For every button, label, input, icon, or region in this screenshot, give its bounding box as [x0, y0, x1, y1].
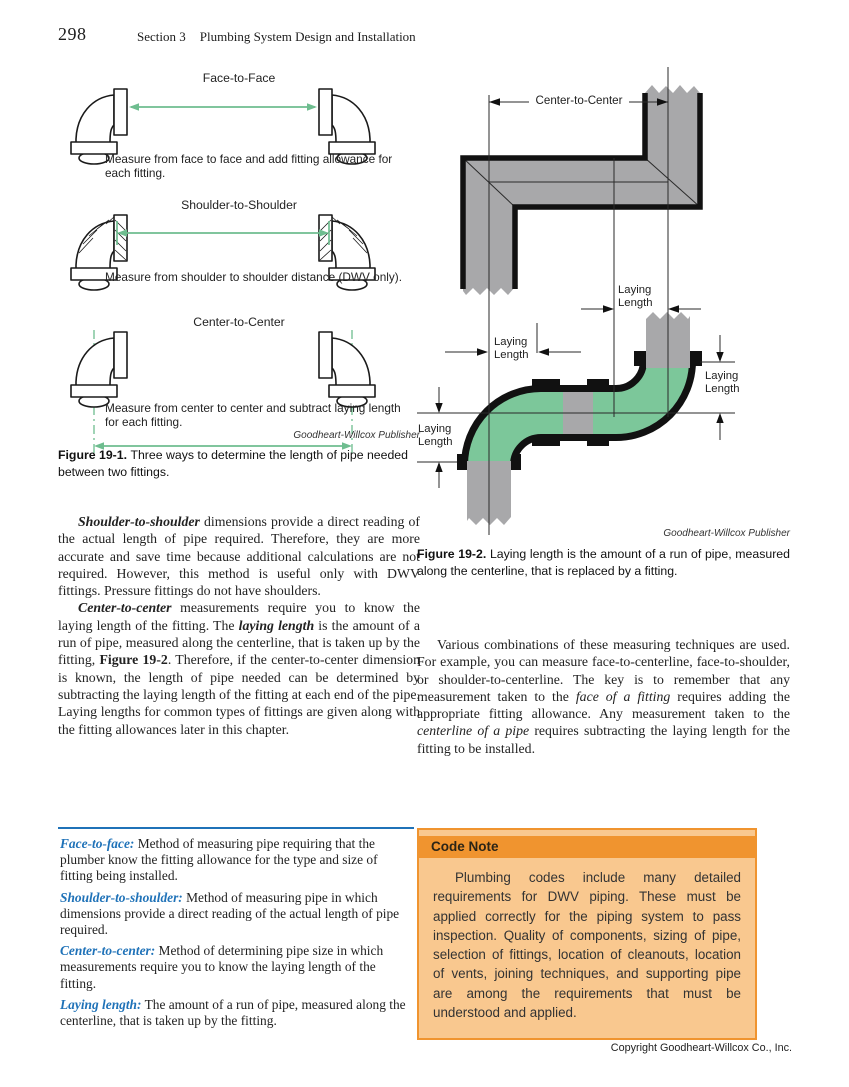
definition-center-to-center: Center-to-center: Method of determining … — [60, 943, 384, 991]
body-text-left: Shoulder-to-shoulder dimensions provide … — [58, 513, 420, 738]
definition-face-to-face: Face-to-face: Method of measuring pipe r… — [60, 836, 378, 884]
diagram-title-shoulder-to-shoulder: Shoulder-to-Shoulder — [181, 198, 297, 212]
center-to-center-arrow — [94, 442, 352, 450]
body-text-right: Various combinations of these measuring … — [417, 636, 790, 757]
code-note-title: Code Note — [419, 836, 755, 858]
copyright-footer: Copyright Goodheart-Willcox Co., Inc. — [610, 1042, 792, 1054]
diagram-title-center-to-center: Center-to-Center — [193, 315, 285, 329]
running-header: Section 3 Plumbing System Design and Inst… — [137, 29, 416, 45]
hub-elbow-fitting-right — [318, 214, 376, 291]
face-to-face-diagram — [70, 88, 376, 165]
elbow-fitting-right — [318, 88, 376, 165]
definitions-list: Face-to-face: Method of measuring pipe r… — [60, 836, 412, 1034]
paragraph-combinations: Various combinations of these measuring … — [417, 637, 790, 756]
definitions-divider — [58, 827, 414, 830]
elbow-fitting-left — [70, 88, 128, 165]
diagram-title-face-to-face: Face-to-Face — [202, 71, 276, 85]
section-label: Section 3 — [137, 29, 186, 44]
shoulder-to-shoulder-arrow — [116, 221, 330, 245]
diagram-caption-shoulder-to-shoulder: Measure from shoulder to shoulder distan… — [105, 270, 403, 284]
definition-laying-length: Laying length: The amount of a run of pi… — [60, 996, 406, 1029]
figure-19-2-caption: Figure 19-2. Laying length is the amount… — [417, 547, 790, 578]
figure-19-2-credit: Goodheart-Willcox Publisher — [663, 528, 790, 539]
diagram-caption-center-to-center: Measure from center to center and subtra… — [105, 401, 401, 430]
diagram-caption-face-to-face: Measure from face to face and add fittin… — [105, 152, 393, 181]
elbow-fitting-left — [70, 331, 128, 408]
laying-length-label-bottom-left: Laying Length — [418, 423, 453, 449]
paragraph-center-to-center: Center-to-center measurements require yo… — [58, 600, 421, 737]
shoulder-to-shoulder-diagram — [70, 214, 376, 291]
center-to-center-diagram — [70, 330, 376, 456]
figure-19-1-caption: Figure 19-1. Three ways to determine the… — [58, 448, 408, 479]
code-note-box: Code Note Plumbing codes include many de… — [417, 828, 757, 1041]
laying-length-diagram — [417, 67, 735, 535]
center-to-center-dim-label: Center-to-Center — [529, 94, 629, 107]
paragraph-shoulder-to-shoulder: Shoulder-to-shoulder dimensions provide … — [58, 514, 420, 599]
laying-length-label-top: Laying Length — [618, 284, 653, 310]
figure-19-1-credit: Goodheart-Willcox Publisher — [293, 430, 420, 441]
figure-19-2: Center-to-Center Laying Length Laying Le… — [417, 55, 849, 578]
hub-elbow-fitting-left — [70, 214, 128, 291]
page-number: 298 — [58, 24, 87, 44]
laying-length-label-middle: Laying Length — [494, 336, 529, 362]
chapter-title: Plumbing System Design and Installation — [199, 29, 416, 44]
definition-shoulder-to-shoulder: Shoulder-to-shoulder: Method of measurin… — [60, 889, 400, 938]
face-to-face-arrow — [129, 103, 317, 111]
laying-length-label-right: Laying Length — [705, 370, 740, 396]
code-note-text: Plumbing codes include many detailed req… — [433, 870, 741, 1021]
elbow-fitting-right — [318, 331, 376, 408]
z-pipe-body — [463, 85, 700, 295]
figure-19-1: Face-to-Face — [58, 62, 420, 507]
